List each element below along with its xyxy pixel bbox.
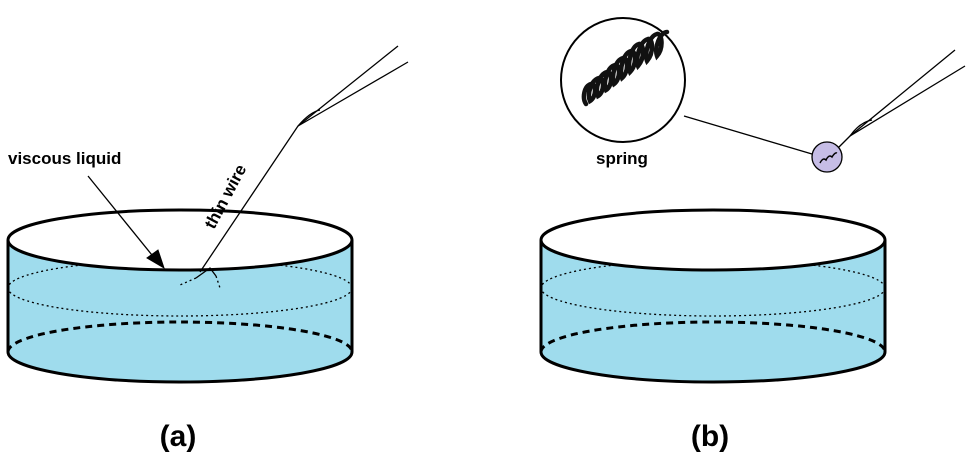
liquid-body-b — [541, 240, 885, 382]
spring-icon — [581, 29, 670, 107]
panel-a-label: (a) — [160, 420, 197, 453]
dish-b — [539, 208, 887, 384]
magnifier-connector — [683, 115, 813, 155]
spring-label: spring — [596, 149, 648, 168]
needle-holder-a — [297, 45, 409, 127]
panel-a: viscous liquid thin wire (a) — [6, 45, 409, 453]
dish-bottom-front-b — [539, 351, 887, 384]
panel-b-label: (b) — [691, 420, 729, 453]
dish-a — [6, 208, 354, 384]
dish-bottom-front-a — [6, 351, 354, 384]
dish-top-b — [539, 208, 887, 272]
liquid-surface-b — [540, 259, 886, 317]
wire-hook — [179, 267, 221, 289]
spring-location-marker — [811, 141, 843, 173]
liquid-surface-a — [7, 259, 353, 317]
liquid-pointer-arrow — [87, 175, 165, 270]
panel-b: spring (b) — [539, 17, 966, 453]
dish-top-a — [6, 208, 354, 272]
dish-bottom-back-b — [539, 320, 887, 353]
spring-magnifier — [560, 17, 686, 143]
thin-wire — [199, 125, 299, 273]
viscous-liquid-label: viscous liquid — [8, 149, 121, 168]
liquid-body-a — [8, 240, 352, 382]
needle-holder-b — [835, 49, 966, 151]
dish-bottom-back-a — [6, 320, 354, 353]
